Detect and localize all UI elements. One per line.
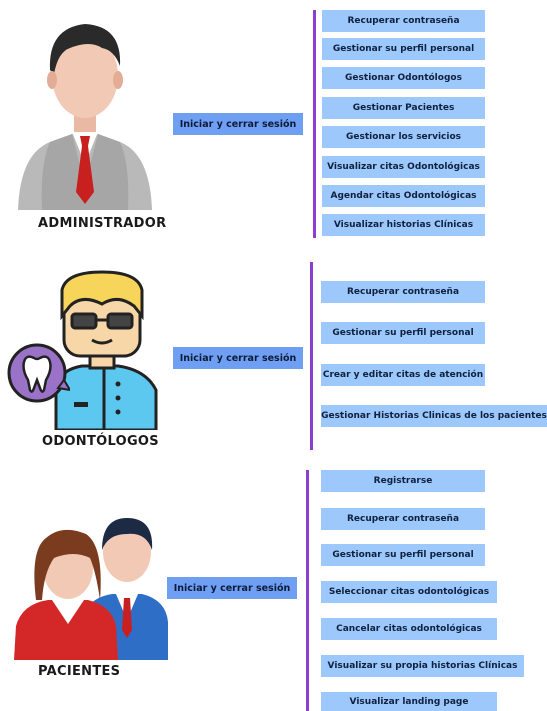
dentist-item[interactable]: Gestionar su perfil personal bbox=[321, 322, 485, 344]
admin-item[interactable]: Agendar citas Odontológicas bbox=[322, 185, 485, 207]
patient-item[interactable]: Seleccionar citas odontológicas bbox=[321, 581, 497, 603]
connector-line-dentist bbox=[310, 262, 313, 450]
role-label-patients: PACIENTES bbox=[38, 664, 121, 679]
admin-item[interactable]: Gestionar Pacientes bbox=[322, 97, 485, 119]
connector-line-admin bbox=[313, 10, 316, 238]
connector-line-patients bbox=[306, 470, 309, 711]
role-label-admin: ADMINISTRADOR bbox=[38, 216, 167, 231]
patients-avatar-icon bbox=[14, 518, 168, 660]
patient-item[interactable]: Visualizar landing page bbox=[321, 692, 497, 711]
patient-item[interactable]: Cancelar citas odontológicas bbox=[321, 618, 497, 640]
login-button-patients[interactable]: Iniciar y cerrar sesión bbox=[167, 577, 297, 599]
patient-item[interactable]: Gestionar su perfil personal bbox=[321, 544, 485, 566]
dentist-item[interactable]: Gestionar Historias Clinicas de los paci… bbox=[321, 405, 547, 427]
login-button-admin[interactable]: Iniciar y cerrar sesión bbox=[173, 113, 303, 135]
patient-item[interactable]: Registrarse bbox=[321, 470, 485, 492]
dentist-item[interactable]: Recuperar contraseña bbox=[321, 281, 485, 303]
admin-item[interactable]: Gestionar Odontólogos bbox=[322, 67, 485, 89]
patient-item[interactable]: Recuperar contraseña bbox=[321, 508, 485, 530]
admin-avatar-icon bbox=[18, 24, 152, 210]
admin-item[interactable]: Gestionar su perfil personal bbox=[322, 38, 485, 60]
admin-item[interactable]: Visualizar historias Clínicas bbox=[322, 214, 485, 236]
admin-item[interactable]: Visualizar citas Odontológicas bbox=[322, 156, 485, 178]
dentist-item[interactable]: Crear y editar citas de atención bbox=[321, 364, 485, 386]
admin-item[interactable]: Gestionar los servicios bbox=[322, 126, 485, 148]
patient-item[interactable]: Visualizar su propia historias Clínicas bbox=[321, 655, 524, 677]
tooth-icon bbox=[7, 343, 70, 403]
admin-item[interactable]: Recuperar contraseña bbox=[322, 10, 485, 32]
role-label-dentist: ODONTÓLOGOS bbox=[42, 434, 159, 449]
login-button-dentist[interactable]: Iniciar y cerrar sesión bbox=[173, 347, 303, 369]
